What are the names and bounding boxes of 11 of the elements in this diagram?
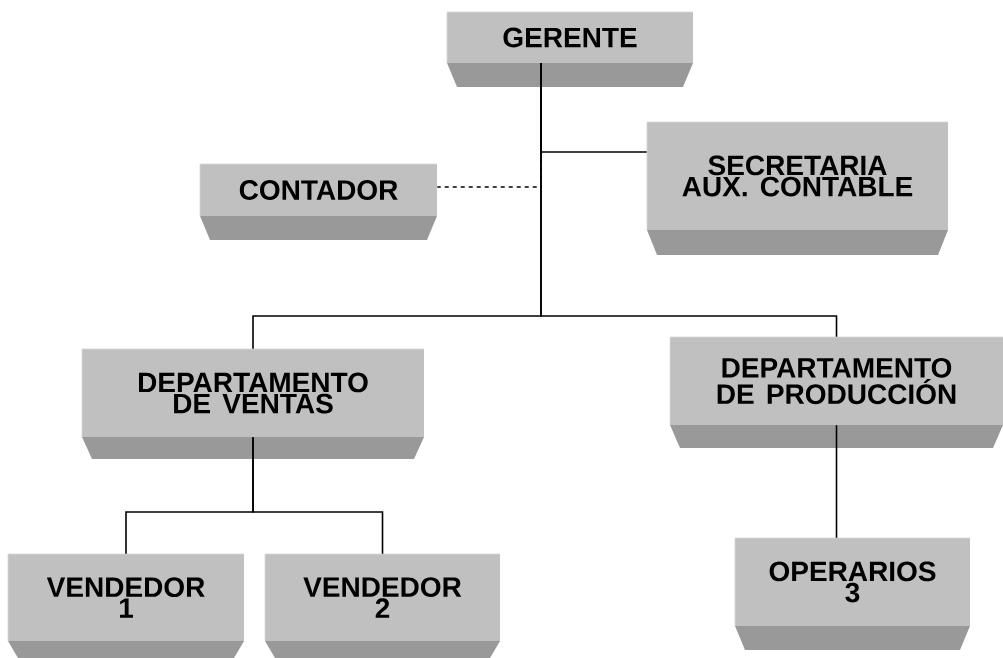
- org-box: OPERARIOS 3: [734, 537, 971, 650]
- org-box: DEPARTAMENTO DE VENTAS: [81, 348, 425, 459]
- org-box: GERENTE: [446, 11, 694, 87]
- org-box: CONTADOR: [199, 163, 438, 240]
- org-box: VENDEDOR 2: [264, 553, 501, 658]
- org-box: SECRETARIA AUX. CONTABLE: [646, 121, 949, 255]
- connector-line: [540, 62, 838, 338]
- connector-line: [835, 424, 838, 539]
- org-box: VENDEDOR 1: [7, 553, 245, 658]
- org-box: DEPARTAMENTO DE PRODUCCIÓN: [669, 336, 1003, 448]
- connector-line: [252, 436, 384, 555]
